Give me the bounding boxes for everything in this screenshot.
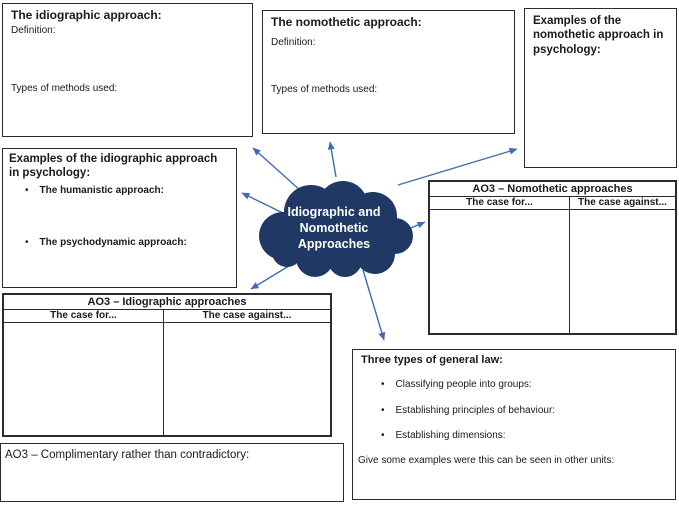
arrow-to-idiographic-box	[252, 147, 302, 192]
ao3-idiographic-title: AO3 – Idiographic approaches	[4, 295, 330, 310]
list-item: • The humanistic approach:	[25, 185, 164, 197]
list-item: • Classifying people into groups:	[381, 379, 532, 391]
nomothetic-examples-box: Examples of the nomothetic approach in p…	[524, 8, 677, 168]
table-header-row: The case for... The case against...	[430, 197, 675, 210]
list-item: • Establishing principles of behaviour:	[381, 405, 555, 417]
bullet-icon: •	[381, 430, 385, 441]
case-against-cell	[164, 323, 330, 435]
three-types-box: Three types of general law: • Classifyin…	[352, 349, 676, 500]
ao3-complimentary-box: AO3 – Complimentary rather than contradi…	[0, 443, 344, 502]
cloud-title: Idiographic and Nomothetic Approaches	[253, 176, 415, 278]
bullet-icon: •	[25, 237, 29, 248]
idiographic-examples-box: Examples of the idiographic approach in …	[2, 148, 237, 288]
establishing-dimensions-label: Establishing dimensions:	[395, 430, 506, 441]
ao3-idiographic-table: AO3 – Idiographic approaches The case fo…	[2, 293, 332, 437]
case-for-header: The case for...	[430, 197, 570, 209]
methods-label: Types of methods used:	[11, 83, 118, 94]
nomothetic-approach-box: The nomothetic approach: Definition: Typ…	[262, 10, 515, 134]
bullet-icon: •	[381, 405, 385, 416]
arrow-to-idiographic-examples-box	[241, 192, 286, 215]
cloud-title-line2: Nomothetic	[299, 221, 369, 235]
arrow-to-three-types-box	[362, 269, 386, 341]
case-against-header: The case against...	[578, 197, 667, 208]
cloud-shape-icon	[259, 181, 413, 277]
classifying-groups-label: Classifying people into groups:	[395, 379, 532, 390]
list-item: • The psychodynamic approach:	[25, 237, 187, 249]
definition-label: Definition:	[271, 37, 316, 48]
central-topic-cloud: Idiographic and Nomothetic Approaches	[253, 176, 415, 278]
arrow-to-nomothetic-examples-box	[397, 147, 518, 186]
case-against-header: The case against...	[202, 310, 292, 321]
nomothetic-approach-title: The nomothetic approach:	[271, 15, 422, 29]
cloud-title-line1: Idiographic and	[287, 205, 381, 219]
table-body-row	[4, 323, 330, 435]
list-item: • Establishing dimensions:	[381, 430, 506, 442]
three-types-title: Three types of general law:	[361, 354, 503, 366]
case-for-cell	[4, 323, 164, 435]
idiographic-approach-title: The idiographic approach:	[11, 8, 162, 22]
idiographic-approach-box: The idiographic approach: Definition: Ty…	[2, 3, 253, 137]
methods-label: Types of methods used:	[271, 84, 378, 95]
table-header-row: The case for... The case against...	[4, 310, 330, 323]
table-body-row	[430, 210, 675, 333]
case-for-cell	[430, 210, 570, 333]
nomothetic-examples-title: Examples of the nomothetic approach in p…	[533, 15, 664, 56]
bullet-icon: •	[25, 185, 29, 196]
ao3-complimentary-title: AO3 – Complimentary rather than contradi…	[5, 449, 250, 461]
case-for-header: The case for...	[4, 310, 164, 322]
cloud-title-line3: Approaches	[297, 237, 371, 251]
case-against-cell	[570, 210, 675, 333]
definition-label: Definition:	[11, 25, 56, 36]
give-examples-label: Give some examples were this can be seen…	[358, 455, 615, 466]
humanistic-approach-label: The humanistic approach:	[39, 185, 164, 196]
principles-behaviour-label: Establishing principles of behaviour:	[395, 405, 556, 416]
idiographic-examples-title: Examples of the idiographic approach in …	[9, 153, 218, 180]
bullet-icon: •	[381, 379, 385, 390]
psychodynamic-approach-label: The psychodynamic approach:	[39, 237, 187, 248]
arrow-to-nomothetic-box	[327, 141, 337, 178]
ao3-nomothetic-title: AO3 – Nomothetic approaches	[430, 182, 675, 197]
ao3-nomothetic-table: AO3 – Nomothetic approaches The case for…	[428, 180, 677, 335]
